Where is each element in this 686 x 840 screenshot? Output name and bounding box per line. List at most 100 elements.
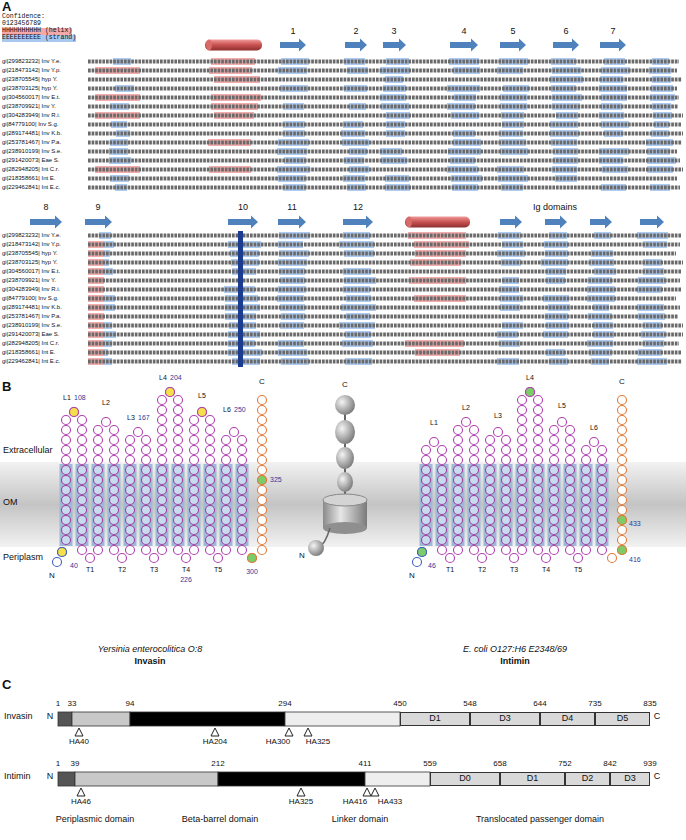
residue [438,506,447,515]
domain-name: D3 [499,714,511,724]
residue [190,496,199,505]
residue [470,426,479,435]
sequence-id: gi|299823232| Inv Y.e. [2,58,61,65]
residue [598,496,607,505]
strand-highlight [344,157,364,164]
residue [78,536,87,545]
residue [78,546,87,555]
residue [566,546,575,555]
helix-end [206,40,212,51]
residue [486,476,495,485]
domain-name: D0 [459,774,471,784]
sequence-residues [88,113,683,117]
residue-number: 226 [180,576,192,584]
residue [526,388,535,397]
residue [566,426,575,435]
residue [618,516,627,525]
sequence-residues [88,77,682,81]
sequence-residues [88,131,683,135]
residue [190,446,199,455]
residue [78,436,87,445]
residue [94,496,103,505]
residue [502,506,511,515]
residue [590,438,599,447]
residue [110,476,119,485]
residue [53,558,62,567]
residue [438,446,447,455]
residue [454,546,463,555]
residue [486,546,495,555]
sequence-id: gi|253781467| Inv P.a. [2,139,61,146]
residue [418,548,427,557]
residue [62,536,71,545]
residue [582,506,591,515]
residue [174,436,183,445]
turn-label: T3 [510,566,518,574]
residue [94,476,103,485]
residue [258,486,267,495]
ha-tag-label: HA416 [343,798,367,807]
residue [206,486,215,495]
residue [534,416,543,425]
residue [238,466,247,475]
residue [518,456,527,465]
residue [238,476,247,485]
strand-number: 5 [510,27,515,37]
panel-letter: B [2,380,11,394]
residue [78,516,87,525]
residue [62,416,71,425]
strand-arrow [280,39,306,52]
sequence-id: gi|253781467| Inv P.a. [2,313,61,320]
residue [174,516,183,525]
residue [206,516,215,525]
loop-label: L4 [159,374,167,382]
residue [238,506,247,515]
residue [454,536,463,545]
residue [142,516,151,525]
residue [454,516,463,525]
residue [206,496,215,505]
residue [126,546,135,555]
beta-strand [76,464,89,546]
residue [238,436,247,445]
residue [62,456,71,465]
residue [126,486,135,495]
residue [238,546,247,555]
residue [438,526,447,535]
residue [518,416,527,425]
residue-position: 559 [423,760,436,769]
residue [126,466,135,475]
residue [126,516,135,525]
residue-position: 39 [71,760,80,769]
residue [142,526,151,535]
residue [174,406,183,415]
residue [486,486,495,495]
residue [582,496,591,505]
strand-number: 7 [610,27,615,37]
domain-region-label: Translocated passenger domain [476,815,604,825]
residue [70,408,79,417]
sequence-residues [88,122,681,126]
residue [582,546,591,555]
turn-label: T1 [86,566,94,574]
residue [110,506,119,515]
residue-position: 94 [126,700,135,709]
domain-region-label: Beta-barrel domain [182,815,259,825]
residue [110,516,119,525]
residue [566,466,575,475]
residue [248,554,257,563]
beta-strand [564,464,577,546]
residue [454,436,463,445]
ha-tag-marker [285,728,293,736]
residue [618,546,627,555]
membrane-label: OM [3,498,18,508]
residue [174,426,183,435]
sequence-id: gi|289174481| Inv K.b. [2,304,62,311]
residue [190,516,199,525]
loop-label: L5 [558,402,566,410]
residue-position: 658 [493,760,506,769]
residue [78,446,87,455]
residue [94,436,103,445]
residue [550,466,559,475]
ha-tag-label: HA433 [378,798,402,807]
